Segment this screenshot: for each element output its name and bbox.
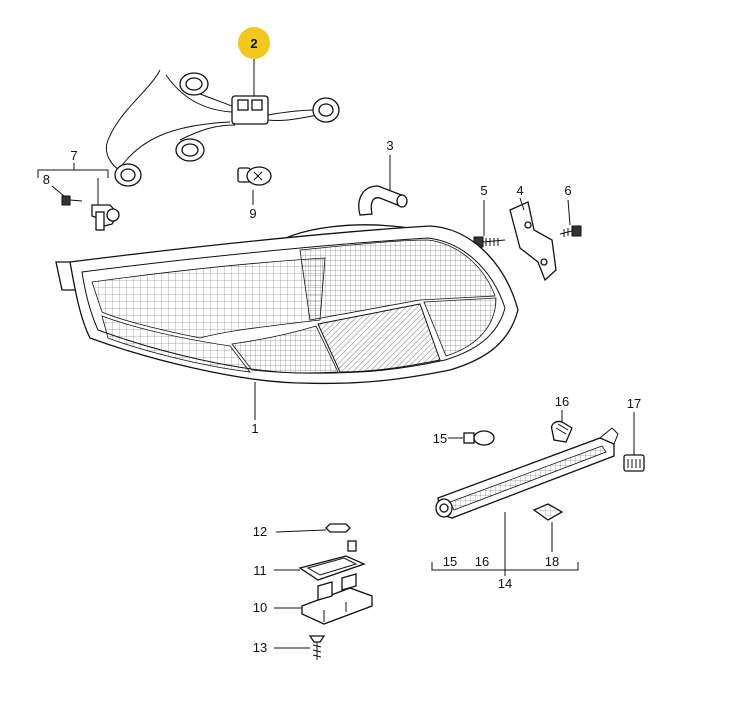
callout-11-label: 11 — [253, 563, 267, 578]
bulb-socket-icon — [175, 138, 205, 162]
callout-2-highlight — [238, 27, 270, 59]
screw-icon — [308, 635, 326, 660]
bulb-socket-icon — [312, 97, 340, 123]
callout-6-label: 6 — [564, 183, 571, 198]
foam-pad-icon — [532, 503, 564, 521]
callout-12-label: 12 — [253, 524, 267, 539]
callout-16-label: 16 — [555, 394, 569, 409]
callout-1-label: 1 — [251, 421, 258, 436]
bulb-socket-icon — [179, 72, 209, 96]
clip-icon — [347, 540, 357, 552]
end-cap-icon — [623, 454, 645, 472]
callout-13-label: 13 — [253, 640, 267, 655]
callout-15-label: 15 — [433, 431, 447, 446]
callout-14-label: 14 — [498, 576, 512, 591]
group-label-15: 15 — [443, 554, 457, 569]
bracket-icon — [509, 201, 557, 282]
group-label-16: 16 — [475, 554, 489, 569]
screw-icon — [61, 195, 83, 206]
bulb-socket-icon — [114, 163, 142, 187]
license-lens-icon — [298, 555, 366, 581]
festoon-bulb-icon — [325, 523, 351, 533]
callout-9-label: 9 — [249, 206, 256, 221]
callout-17-label: 17 — [627, 396, 641, 411]
bulb-icon — [237, 166, 272, 186]
holder-clip-icon — [91, 178, 120, 231]
bulb-icon — [463, 430, 495, 446]
callout-4-label: 4 — [516, 183, 523, 198]
connector-icon — [231, 95, 269, 125]
bulb-holder-icon — [550, 420, 573, 443]
callout-3-label: 3 — [386, 138, 393, 153]
license-housing-icon — [301, 573, 373, 625]
callout-10-label: 10 — [253, 600, 267, 615]
callout-2-label: 2 — [250, 36, 257, 51]
brake-light-bar — [435, 427, 619, 519]
callout-7-label: 7 — [70, 148, 77, 163]
callout-5-label: 5 — [480, 183, 487, 198]
wiring-harness — [105, 69, 340, 187]
callout-18-label: 18 — [545, 554, 559, 569]
tail-light-assembly — [55, 224, 519, 385]
screw-icon — [559, 225, 582, 237]
callout-8-label: 8 — [43, 172, 50, 187]
